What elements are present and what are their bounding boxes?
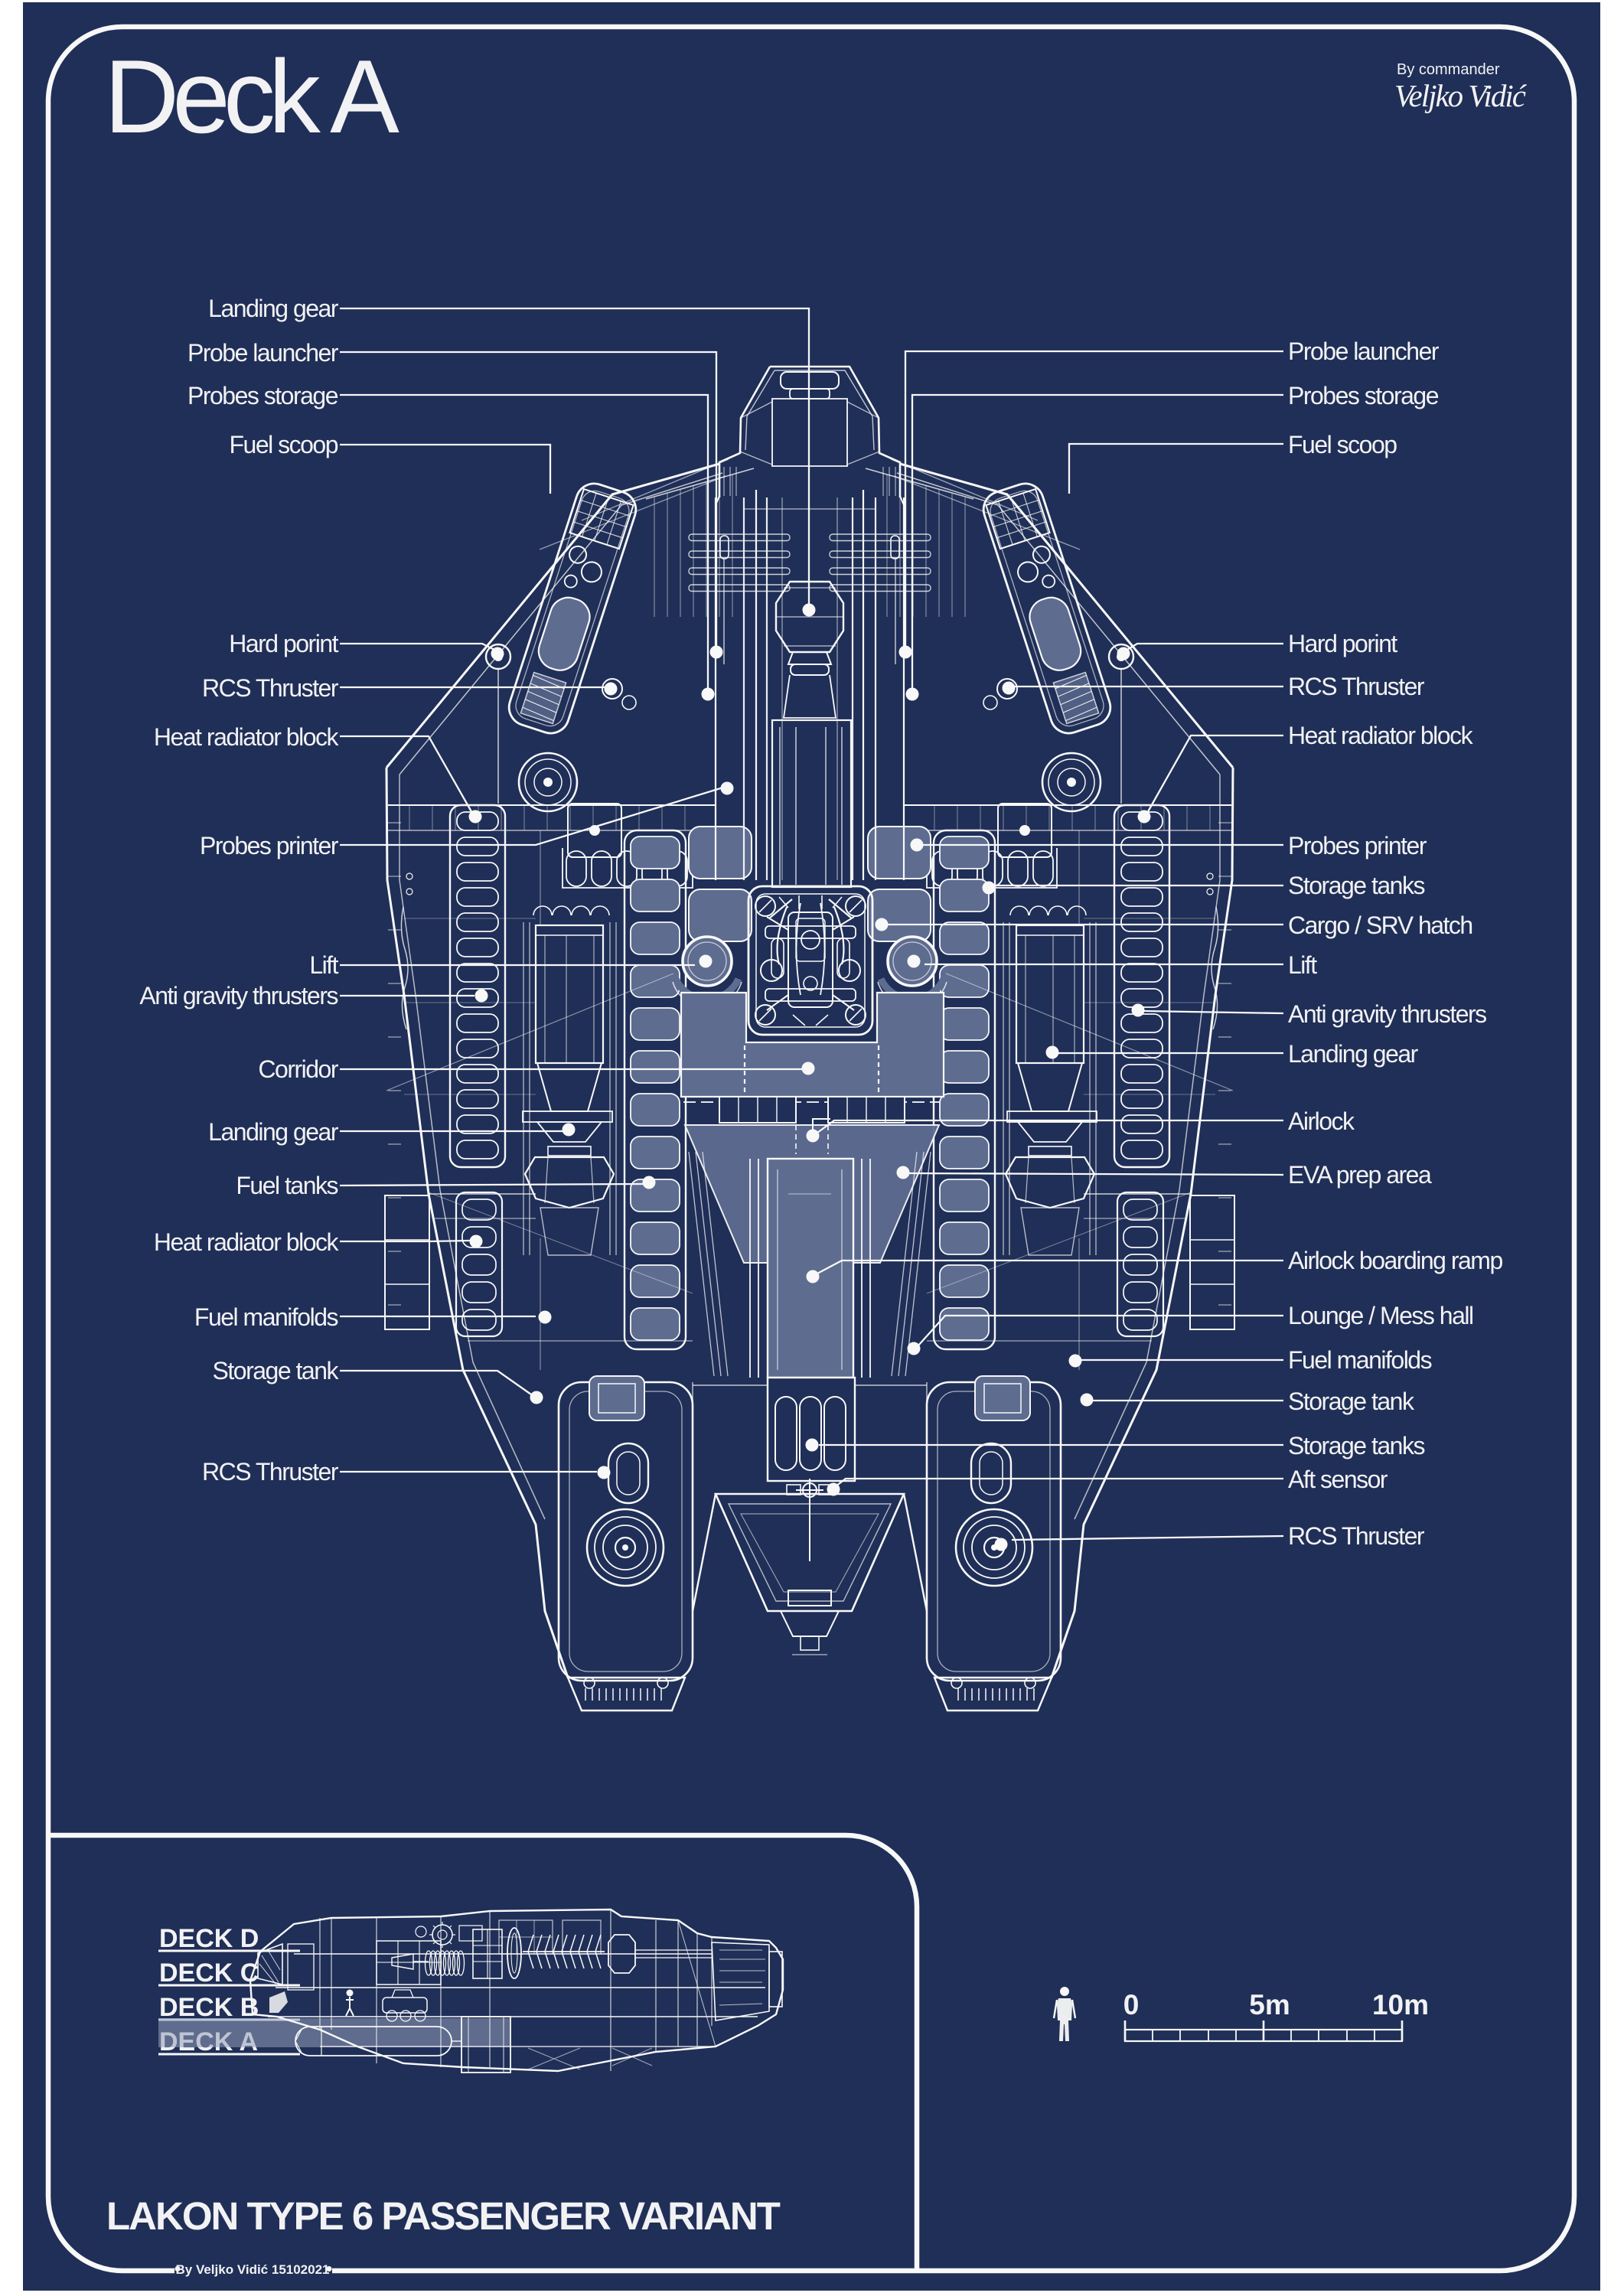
svg-text:5m: 5m	[1249, 1989, 1290, 2020]
svg-text:Heat radiator block: Heat radiator block	[154, 723, 340, 751]
svg-text:Fuel manifolds: Fuel manifolds	[1288, 1346, 1432, 1374]
svg-text:10m: 10m	[1372, 1989, 1429, 2020]
svg-text:LAKON TYPE 6 PASSENGER VARIANT: LAKON TYPE 6 PASSENGER VARIANT	[106, 2194, 781, 2238]
svg-text:DECK D: DECK D	[159, 1924, 259, 1953]
svg-text:Lift: Lift	[1288, 951, 1317, 979]
svg-text:Airlock boarding ramp: Airlock boarding ramp	[1288, 1247, 1502, 1274]
svg-text:Probe launcher: Probe launcher	[188, 339, 339, 367]
svg-text:Landing gear: Landing gear	[208, 1118, 339, 1146]
svg-text:RCS Thruster: RCS Thruster	[202, 1458, 339, 1486]
svg-text:Airlock: Airlock	[1288, 1107, 1355, 1135]
svg-text:Heat radiator block: Heat radiator block	[154, 1228, 340, 1256]
svg-text:DECK B: DECK B	[159, 1993, 259, 2022]
svg-text:Probes printer: Probes printer	[200, 832, 339, 859]
svg-text:Anti gravity thrusters: Anti gravity thrusters	[1288, 1000, 1486, 1028]
svg-text:EVA prep area: EVA prep area	[1288, 1161, 1432, 1189]
svg-text:Landing gear: Landing gear	[208, 295, 339, 322]
svg-text:Fuel manifolds: Fuel manifolds	[194, 1303, 338, 1331]
svg-text:By Veljko Vidić 15102021: By Veljko Vidić 15102021	[176, 2262, 330, 2277]
svg-text:Fuel scoop: Fuel scoop	[229, 431, 338, 458]
svg-text:Deck A: Deck A	[104, 38, 399, 155]
svg-text:Probes storage: Probes storage	[1288, 382, 1439, 409]
svg-text:RCS Thruster: RCS Thruster	[202, 674, 339, 702]
svg-text:Heat radiator block: Heat radiator block	[1288, 722, 1474, 749]
svg-text:Cargo / SRV hatch: Cargo / SRV hatch	[1288, 912, 1472, 939]
svg-text:Probes printer: Probes printer	[1288, 832, 1427, 859]
svg-text:Probes storage: Probes storage	[188, 382, 338, 409]
svg-text:RCS Thruster: RCS Thruster	[1288, 673, 1425, 700]
svg-text:Corridor: Corridor	[258, 1055, 338, 1083]
svg-text:RCS Thruster: RCS Thruster	[1288, 1522, 1425, 1550]
svg-text:Lounge / Mess hall: Lounge / Mess hall	[1288, 1302, 1473, 1329]
svg-text:Lift: Lift	[309, 951, 338, 979]
svg-text:Fuel scoop: Fuel scoop	[1288, 431, 1397, 458]
svg-text:Storage tank: Storage tank	[1288, 1388, 1415, 1415]
svg-text:Storage tanks: Storage tanks	[1288, 1432, 1424, 1459]
svg-text:Hard porint: Hard porint	[1288, 630, 1397, 657]
svg-text:Storage tanks: Storage tanks	[1288, 872, 1424, 899]
svg-text:Landing gear: Landing gear	[1288, 1040, 1419, 1068]
svg-text:Storage tank: Storage tank	[213, 1357, 340, 1384]
svg-text:Hard porint: Hard porint	[229, 630, 338, 657]
svg-text:Aft sensor: Aft sensor	[1288, 1466, 1388, 1493]
svg-text:DECK C: DECK C	[159, 1958, 259, 1988]
svg-text:0: 0	[1123, 1989, 1140, 2020]
svg-text:Fuel tanks: Fuel tanks	[236, 1172, 338, 1199]
svg-text:Veljko Vidić: Veljko Vidić	[1394, 78, 1528, 113]
svg-text:Anti gravity thrusters: Anti gravity thrusters	[139, 982, 338, 1009]
svg-text:By commander: By commander	[1397, 61, 1500, 78]
svg-text:Probe launcher: Probe launcher	[1288, 338, 1440, 365]
